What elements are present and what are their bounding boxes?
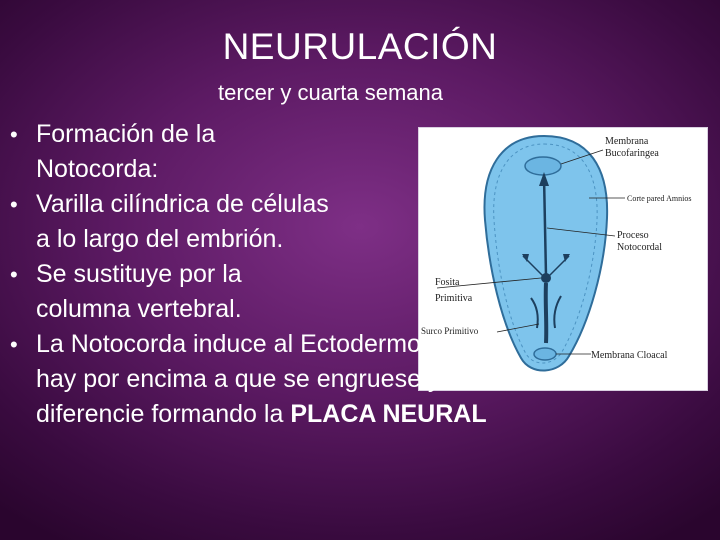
- bullet-marker: •: [10, 122, 18, 147]
- bold-term: Notocorda: [36, 155, 152, 183]
- bullet-item: • Se sustituye por la columna vertebral.: [6, 257, 426, 327]
- embryo-diagram: Membrana Bucofaringea Corte pared Amnios…: [418, 127, 708, 391]
- label-bucofaringea: Bucofaringea: [605, 148, 659, 159]
- embryo-illustration: Membrana Bucofaringea Corte pared Amnios…: [421, 134, 691, 372]
- primitive-streak: [543, 282, 549, 344]
- bullet-item: • Formación de la Notocorda:: [6, 117, 416, 187]
- label-notocordal: Notocordal: [617, 242, 662, 253]
- bold-term: PLACA NEURAL: [290, 400, 487, 428]
- bullet-text: columna vertebral.: [36, 295, 242, 323]
- slide-title: NEURULACIÓN: [222, 26, 498, 67]
- bullet-text: Se sustituye por la: [36, 260, 242, 288]
- slide-subtitle: tercer y cuarta semana: [218, 80, 443, 105]
- bullet-list: • Formación de la Notocorda: • Varilla c…: [6, 117, 656, 432]
- notochordal-process: [542, 175, 548, 277]
- bullet-text: Notocorda:: [36, 155, 159, 183]
- bullet-text: La Notocorda induce al Ectodermo que: [36, 330, 470, 358]
- bullet-item: • Varilla cilíndrica de células a lo lar…: [6, 187, 436, 257]
- bullet-text: a lo largo del embrión.: [36, 225, 284, 253]
- label-surco-primitivo: Surco Primitivo: [421, 326, 479, 336]
- label-corte-pared-amnios: Corte pared Amnios: [627, 194, 691, 203]
- bullet-text: Varilla cilíndrica de células: [36, 190, 329, 218]
- label-proceso: Proceso: [617, 230, 649, 241]
- bullet-marker: •: [10, 192, 18, 217]
- label-primitiva: Primitiva: [435, 293, 473, 304]
- label-membrana: Membrana: [605, 136, 649, 147]
- bullet-text: Formación de la: [36, 120, 216, 148]
- label-fosita: Fosita: [435, 277, 460, 288]
- bullet-marker: •: [10, 332, 18, 357]
- bullet-text: hay por encima a que se engruese y: [36, 365, 441, 393]
- bullet-item: • La Notocorda induce al Ectodermo que h…: [6, 327, 656, 432]
- bullet-text: diferencie formando la PLACA NEURAL: [36, 400, 487, 428]
- bullet-marker: •: [10, 262, 18, 287]
- label-membrana-cloacal: Membrana Cloacal: [591, 350, 668, 361]
